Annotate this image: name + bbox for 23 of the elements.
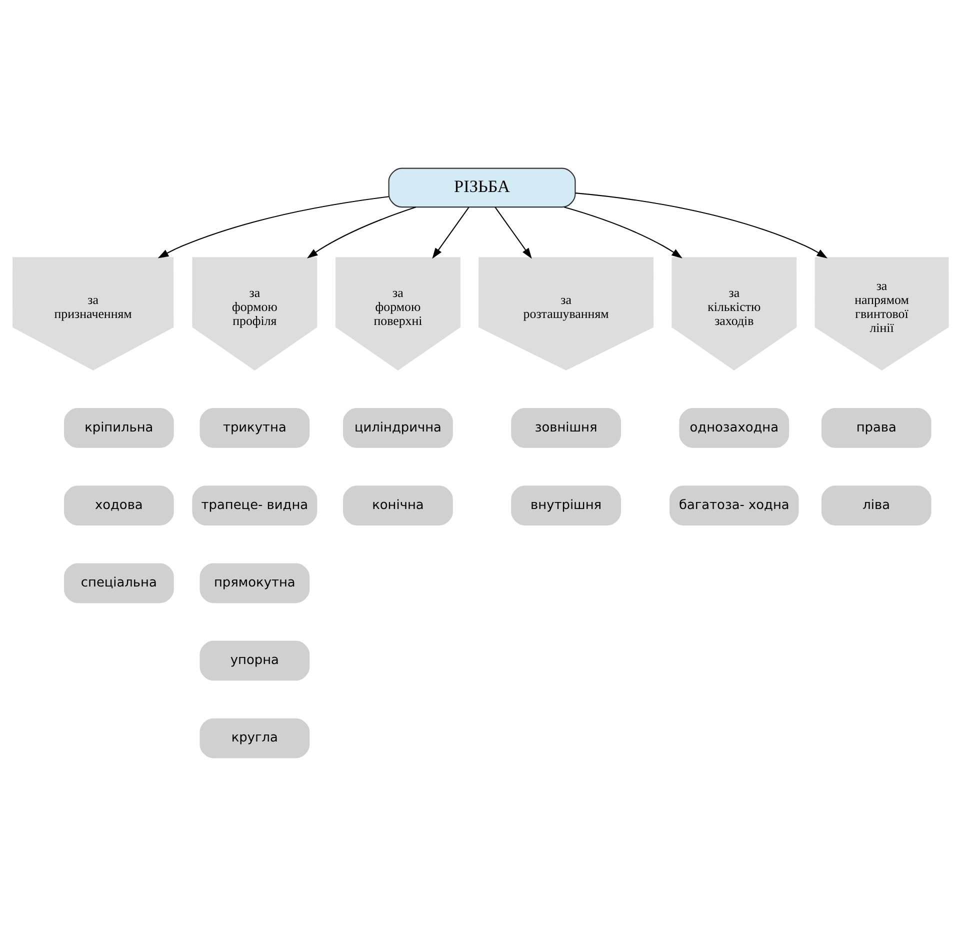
node-box: ліва (821, 485, 932, 525)
node-box: зовнішня (511, 408, 622, 448)
node-box: кругла (200, 718, 310, 758)
node-box: спеціальна (64, 562, 174, 603)
arrow (307, 206, 416, 258)
node-box: внутрішня (511, 485, 622, 525)
node-box: циліндрична (343, 408, 453, 448)
node-box: РІЗЬБА (388, 167, 576, 208)
arrow (158, 196, 389, 258)
node-box: конічна (343, 485, 453, 525)
node-box: права (821, 408, 932, 448)
node-box: однозаходна (679, 408, 790, 448)
node-box: кріпильна (64, 408, 174, 448)
arrow (575, 192, 828, 258)
arrow (432, 206, 470, 258)
node-box: трикутна (200, 408, 310, 448)
arrow (564, 206, 682, 258)
node-box: ходова (64, 485, 174, 525)
node-box: трапеце- видна (192, 485, 318, 525)
arrow (494, 206, 532, 258)
node-box: прямокутна (200, 562, 310, 603)
node-box: упорна (200, 640, 310, 680)
node-box: багатоза- ходна (670, 485, 799, 525)
